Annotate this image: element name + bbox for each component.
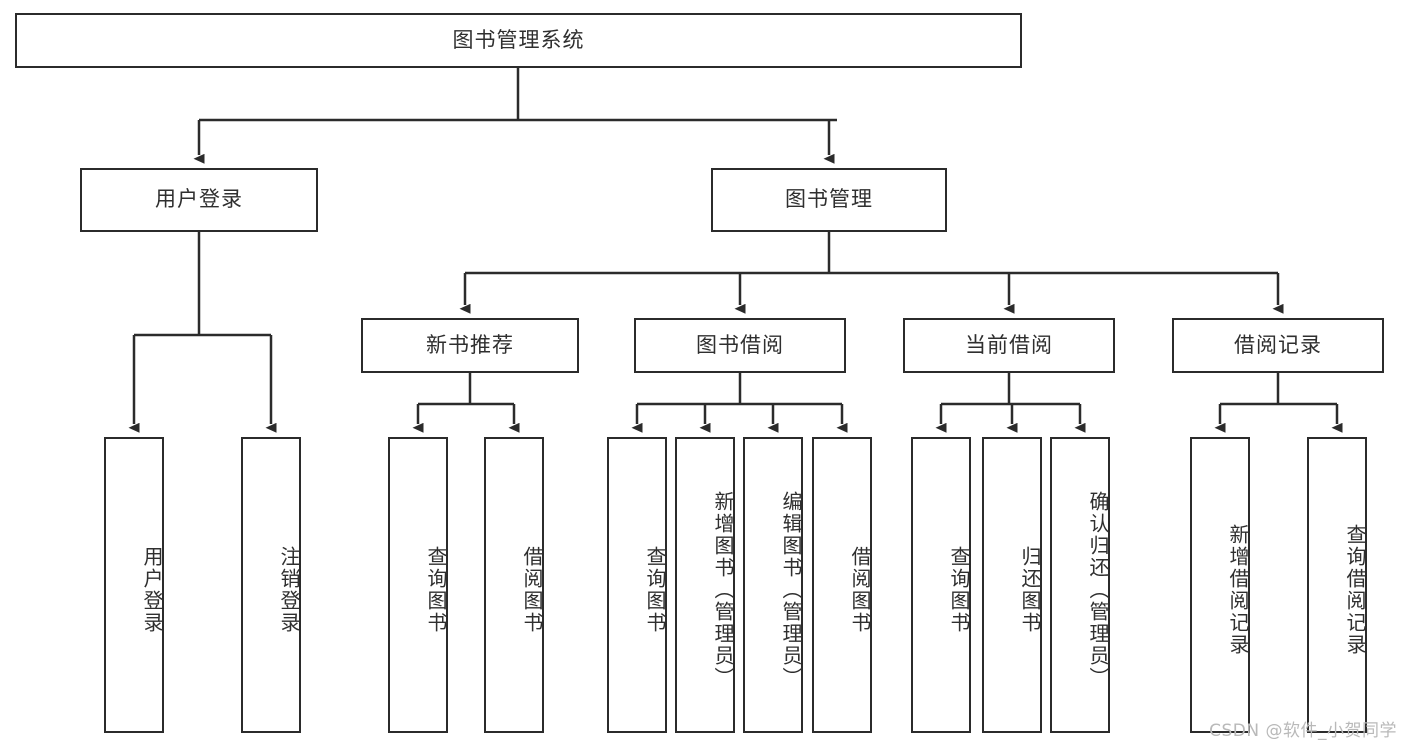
node-leaf-query-book-new-label: 查询图书 — [424, 546, 448, 634]
node-leaf-confirm-return-label: 确认归还（管理员） — [1086, 491, 1110, 689]
edge-currentborrow-to-leaves — [935, 373, 1086, 433]
node-leaf-query-book-borrow-label: 查询图书 — [643, 546, 667, 634]
node-current-borrow-label: 当前借阅 — [965, 332, 1053, 357]
node-leaf-query-book-borrow[interactable]: 查询图书 — [607, 437, 667, 733]
node-leaf-add-book-label: 新增图书（管理员） — [711, 491, 735, 689]
node-leaf-query-record-label: 查询借阅记录 — [1343, 524, 1367, 656]
edge-bookborrow-to-leaves — [631, 373, 848, 433]
node-book-manage[interactable]: 图书管理 — [711, 168, 947, 232]
edge-userlogin-to-leaves — [128, 232, 277, 433]
node-root-label: 图书管理系统 — [452, 27, 585, 52]
edge-borrowrecord-to-leaves — [1214, 373, 1343, 433]
node-book-borrow-label: 图书借阅 — [696, 332, 784, 357]
node-book-borrow[interactable]: 图书借阅 — [634, 318, 846, 373]
node-leaf-confirm-return[interactable]: 确认归还（管理员） — [1050, 437, 1110, 733]
node-user-login-label: 用户登录 — [155, 187, 243, 212]
node-leaf-edit-book[interactable]: 编辑图书（管理员） — [743, 437, 803, 733]
node-leaf-user-login[interactable]: 用户登录 — [104, 437, 164, 733]
node-borrow-record-label: 借阅记录 — [1234, 332, 1322, 357]
node-new-book-recommend-label: 新书推荐 — [426, 332, 514, 357]
node-leaf-query-book-current-label: 查询图书 — [947, 546, 971, 634]
node-leaf-logout-label: 注销登录 — [277, 546, 301, 634]
node-user-login[interactable]: 用户登录 — [80, 168, 318, 232]
node-leaf-borrow-book-new-label: 借阅图书 — [520, 546, 544, 634]
node-leaf-return-book[interactable]: 归还图书 — [982, 437, 1042, 733]
node-leaf-edit-book-label: 编辑图书（管理员） — [779, 491, 803, 689]
node-borrow-record[interactable]: 借阅记录 — [1172, 318, 1384, 373]
edge-root-to-level2 — [193, 68, 837, 164]
node-leaf-query-record[interactable]: 查询借阅记录 — [1307, 437, 1367, 733]
edge-bookmanage-to-level3 — [459, 232, 1284, 314]
node-leaf-borrow-book-new[interactable]: 借阅图书 — [484, 437, 544, 733]
node-current-borrow[interactable]: 当前借阅 — [903, 318, 1115, 373]
node-root[interactable]: 图书管理系统 — [15, 13, 1022, 68]
node-leaf-add-book[interactable]: 新增图书（管理员） — [675, 437, 735, 733]
node-leaf-borrow-book-label: 借阅图书 — [848, 546, 872, 634]
edge-newbook-to-leaves — [412, 373, 520, 433]
node-leaf-logout[interactable]: 注销登录 — [241, 437, 301, 733]
node-new-book-recommend[interactable]: 新书推荐 — [361, 318, 579, 373]
node-leaf-query-book-new[interactable]: 查询图书 — [388, 437, 448, 733]
node-leaf-add-record-label: 新增借阅记录 — [1226, 524, 1250, 656]
node-book-manage-label: 图书管理 — [785, 187, 873, 212]
node-leaf-borrow-book[interactable]: 借阅图书 — [812, 437, 872, 733]
node-leaf-user-login-label: 用户登录 — [140, 546, 164, 634]
node-leaf-return-book-label: 归还图书 — [1018, 546, 1042, 634]
node-leaf-add-record[interactable]: 新增借阅记录 — [1190, 437, 1250, 733]
node-leaf-query-book-current[interactable]: 查询图书 — [911, 437, 971, 733]
